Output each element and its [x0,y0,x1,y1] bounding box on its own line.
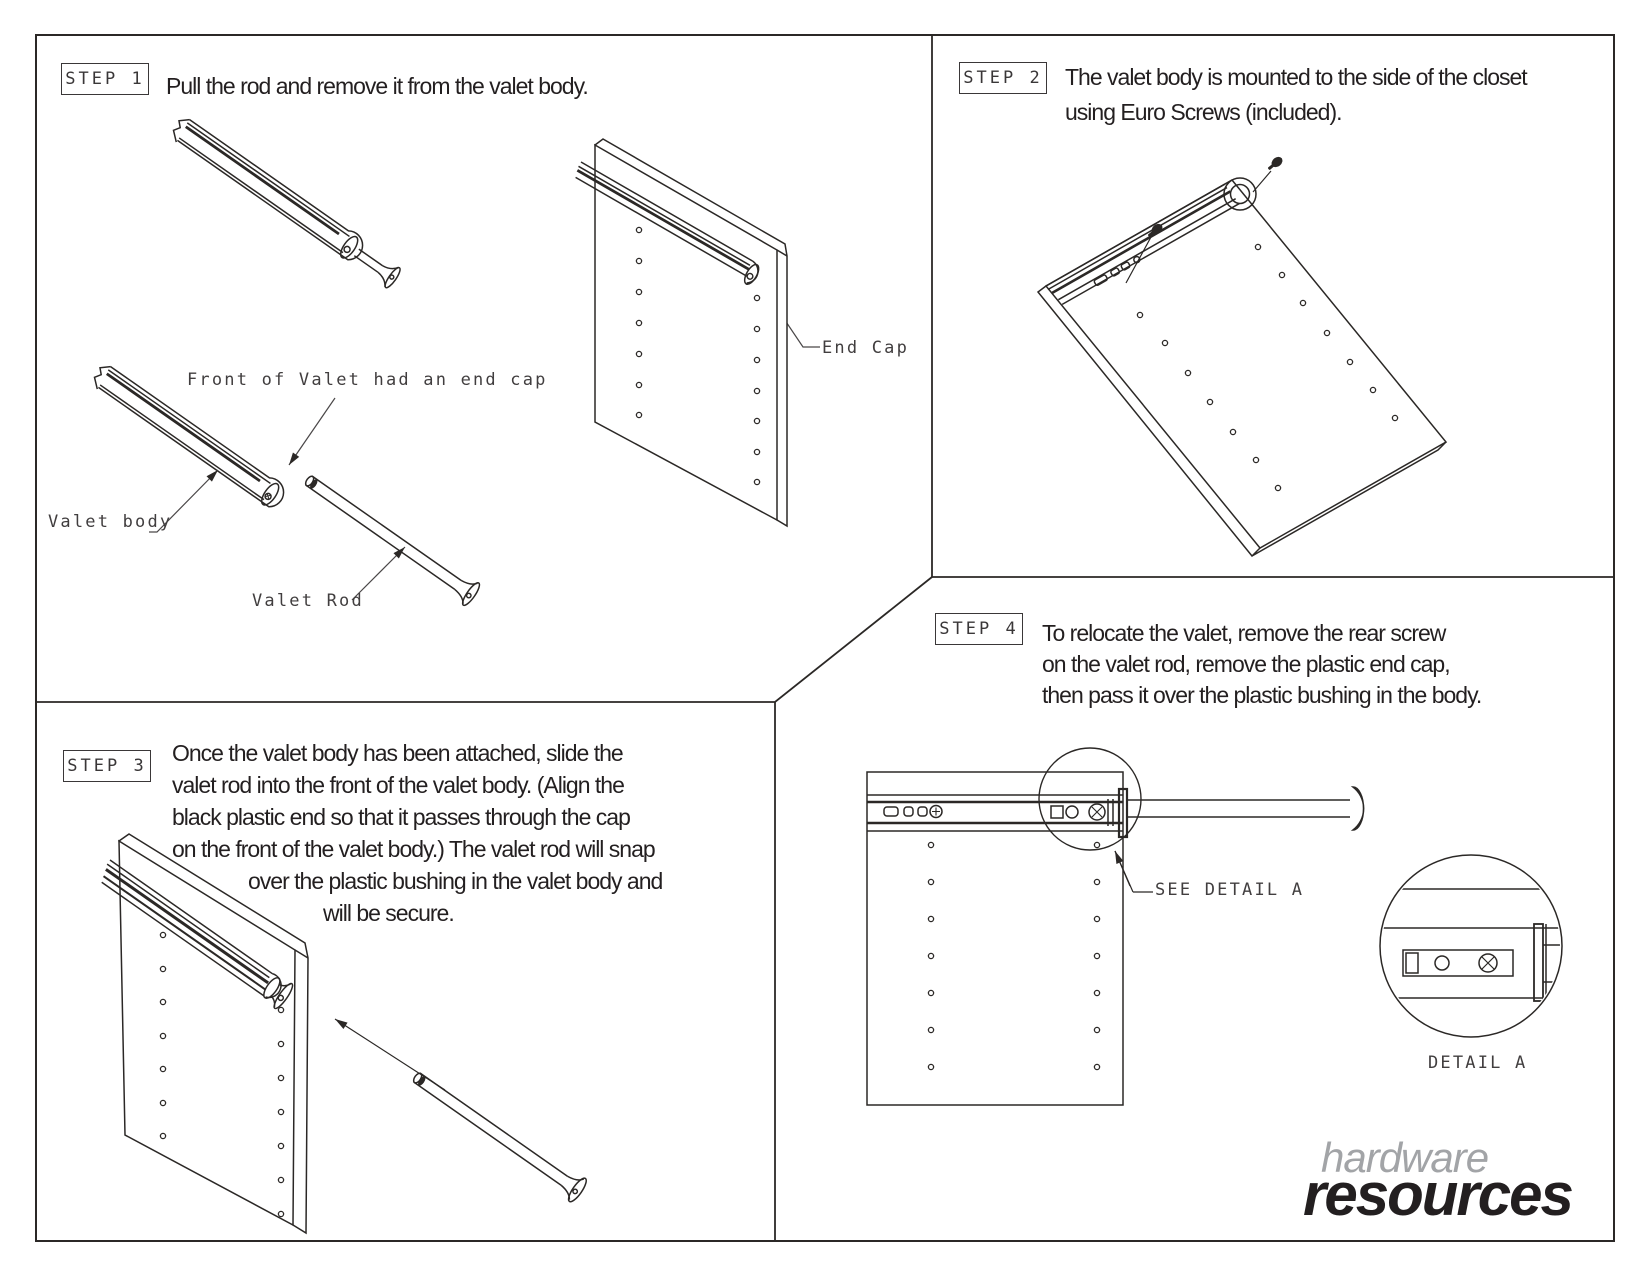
step2-mounting-drawing [1036,156,1448,558]
step3-text-line: valet rod into the front of the valet bo… [172,772,625,798]
panel-system-holes [635,226,761,486]
valet-body-callout: Valet body [48,512,173,532]
step4-label: STEP 4 [939,619,1019,639]
panel-system-holes [927,841,1101,1071]
step3-text-line: over the plastic bushing in the valet bo… [248,868,663,894]
step3-text-line: on the front of the valet body.) The val… [172,836,656,862]
line-art-layer [37,36,1613,1240]
step4-text-line: then pass it over the plastic bushing in… [1042,682,1482,708]
step1-label: STEP 1 [65,69,145,89]
step3-instructions: Once the valet body has been attached, s… [172,737,663,929]
logo-hardware-text: hardware [1321,1134,1489,1181]
step3-text-line: will be secure. [323,900,455,926]
step3-label: STEP 3 [67,756,147,776]
valet-rod-drawing [304,475,481,607]
step4-instructions: To relocate the valet, remove the rear s… [1042,618,1482,711]
panel-system-holes [1136,243,1399,492]
sheet-border: STEP 1 STEP 2 STEP 3 STEP 4 Pull the rod… [35,34,1615,1242]
step3-text-line: Once the valet body has been attached, s… [172,740,624,766]
region-dividers [37,36,1613,1240]
detail-a-caption: DETAIL A [1428,1053,1528,1073]
step3-label-box: STEP 3 [63,750,151,782]
step2-label-box: STEP 2 [959,62,1047,94]
panel-system-holes [159,931,285,1218]
step2-text-line: using Euro Screws (included). [1065,99,1343,125]
step4-front-view-drawing [866,747,1365,1106]
valet-assembled-drawing [172,118,401,289]
front-of-valet-callout: Front of Valet had an end cap [187,370,548,390]
euro-screw-icon [1268,156,1283,170]
step2-text-line: The valet body is mounted to the side of… [1065,64,1528,90]
step4-label-box: STEP 4 [935,613,1023,645]
step4-text-line: on the valet rod, remove the plastic end… [1042,651,1451,677]
step1-instructions: Pull the rod and remove it from the vale… [166,70,589,102]
valet-body-drawing [93,365,285,508]
panel-with-valet-drawing [575,138,788,528]
valet-rod-callout: Valet Rod [252,591,364,611]
step3-insert-rod-drawing [101,833,587,1235]
see-detail-a-callout: SEE DETAIL A [1155,880,1305,900]
euro-screw-icon [1148,223,1163,237]
end-cap-callout: End Cap [822,338,910,358]
detail-a-drawing [1379,854,1563,1038]
detail-callout-circle [1038,747,1142,851]
step1-text-line: Pull the rod and remove it from the vale… [166,73,589,99]
step2-instructions: The valet body is mounted to the side of… [1065,60,1528,130]
step4-text-line: To relocate the valet, remove the rear s… [1042,620,1446,646]
step2-label: STEP 2 [963,68,1043,88]
step1-label-box: STEP 1 [61,63,149,95]
logo-resources-text: resources [1303,1161,1574,1228]
step3-text-line: black plastic end so that it passes thro… [172,804,631,830]
